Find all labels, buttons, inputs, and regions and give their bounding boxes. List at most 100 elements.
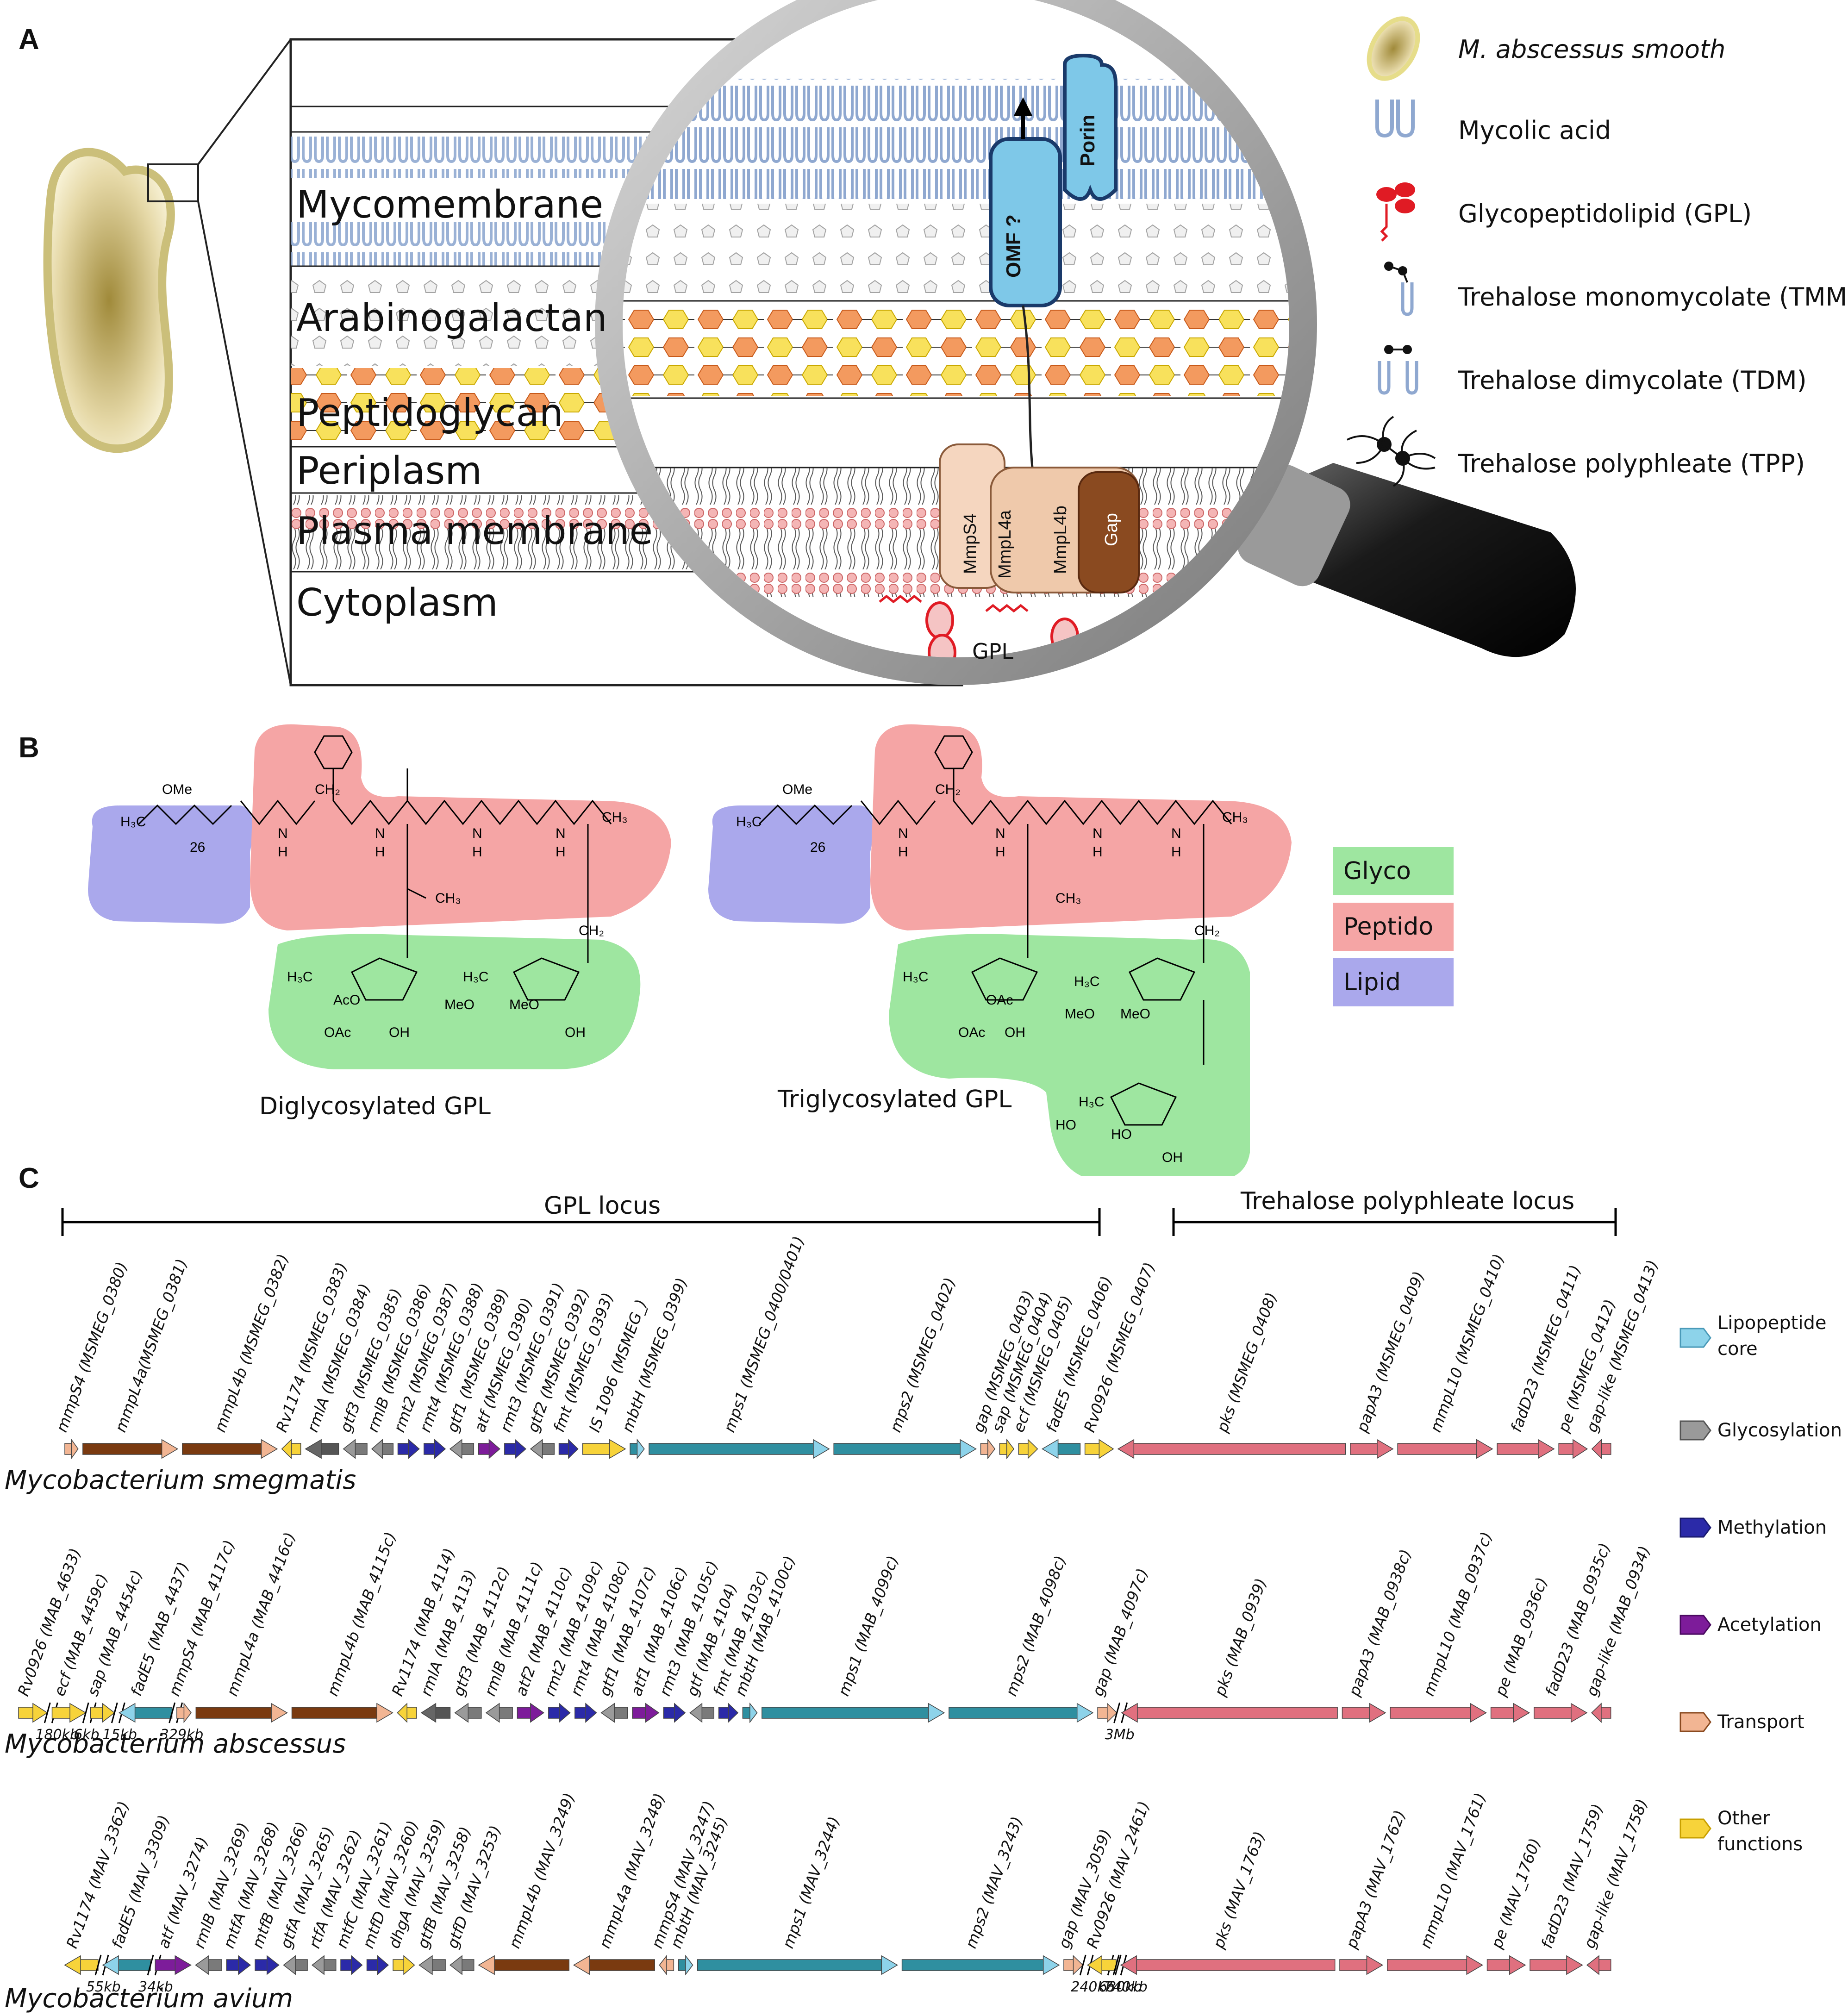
other-functions-swatch — [1679, 1818, 1711, 1839]
svg-text:N: N — [375, 826, 385, 841]
species-abscessus: Mycobacterium abscessus — [5, 1729, 346, 1759]
svg-text:CH₃: CH₃ — [602, 810, 628, 825]
gene-arrow-tip — [1591, 1703, 1602, 1723]
gene-label: mps2 (MSMEG_0402) — [886, 1275, 959, 1435]
gene-label: mps2 (MAV_3243) — [961, 1814, 1026, 1951]
gene-arrow — [574, 1703, 597, 1723]
gene-arrow — [1121, 1703, 1338, 1723]
gene-arrow-tip — [530, 1703, 544, 1723]
triglycosylated-gpl-name: Triglycosylated GPL — [778, 1086, 1012, 1113]
gene-arrow — [548, 1703, 571, 1723]
gene-label: gap (MAB_4097c) — [1088, 1566, 1152, 1698]
gene-arrow — [478, 1955, 570, 1975]
gene-arrow-tip — [1538, 1439, 1555, 1459]
gene-arrow — [1390, 1703, 1487, 1723]
break-distance-label: 6kb — [74, 1727, 100, 1743]
svg-text:H: H — [1093, 844, 1103, 860]
gene-arrow — [663, 1703, 686, 1723]
category-lipopeptide-core: Lipopeptide core — [1717, 1312, 1827, 1360]
gene-arrow-tip — [119, 1703, 136, 1723]
gene-label: pe (MAB_0936c) — [1491, 1575, 1551, 1698]
gene-arrow — [1490, 1703, 1530, 1723]
sequence-break — [44, 1702, 58, 1723]
gene-arrow-tip — [749, 1702, 758, 1723]
svg-text:H₃C: H₃C — [120, 814, 146, 830]
category-transport: Transport — [1717, 1711, 1804, 1733]
gene-arrow-tip — [450, 1955, 462, 1975]
sequence-break — [1112, 1954, 1127, 1976]
break-distance-label: 329kb — [160, 1727, 204, 1743]
omf-label: OMF ? — [1002, 214, 1025, 278]
svg-text:MeO: MeO — [1120, 1006, 1150, 1022]
gpl-locus-label: GPL locus — [544, 1192, 661, 1220]
gene-arrow — [1117, 1439, 1346, 1459]
svg-text:CH₂: CH₂ — [935, 782, 961, 797]
gene-arrow-tip — [1571, 1703, 1588, 1723]
svg-text:OAc: OAc — [986, 992, 1013, 1008]
gene-arrow — [833, 1439, 977, 1459]
gene-arrow-tip — [238, 1955, 251, 1975]
gene-arrow — [1339, 1955, 1383, 1975]
mycolic-acid-icon — [1375, 100, 1415, 138]
gene-arrow — [1591, 1439, 1611, 1459]
svg-text:H₃C: H₃C — [1074, 974, 1100, 989]
layer-periplasm: Periplasm — [296, 449, 482, 493]
cell-envelope-diagram — [43, 0, 1576, 687]
gene-arrow-tip — [488, 1439, 500, 1459]
svg-text:HO: HO — [1055, 1117, 1076, 1133]
layer-peptidoglycan: Peptidoglycan — [296, 391, 563, 435]
gene-label: pe (MAV_1760) — [1487, 1835, 1544, 1951]
gene-arrow — [485, 1703, 513, 1723]
gene-arrow — [371, 1439, 394, 1459]
gene-arrow — [397, 1703, 417, 1723]
gene-arrow-tip — [485, 1703, 500, 1723]
gene-arrow — [504, 1439, 527, 1459]
svg-text:N: N — [278, 826, 288, 841]
gene-arrow — [182, 1439, 278, 1459]
gene-arrow — [82, 1439, 179, 1459]
gene-arrow — [999, 1438, 1015, 1460]
gene-arrow — [1018, 1439, 1038, 1459]
svg-text:H₃C: H₃C — [736, 814, 762, 830]
gene-arrow-tip — [1120, 1955, 1137, 1975]
gene-arrow-tip — [478, 1955, 495, 1975]
gene-arrow — [630, 1438, 645, 1460]
gene-arrow — [340, 1955, 363, 1975]
gene-arrow-tip — [1099, 1439, 1114, 1459]
gene-arrow-tip — [281, 1439, 292, 1459]
gene-arrow-tip — [1509, 1955, 1526, 1975]
svg-text:N: N — [1171, 826, 1181, 841]
category-glycosylation: Glycosylation — [1717, 1420, 1842, 1441]
gene-arrow-tip — [376, 1703, 393, 1723]
legend-mycolic-acid: Mycolic acid — [1458, 116, 1611, 145]
gene-label: mps1 (MSMEG_0400/0401) — [720, 1234, 808, 1435]
gene-arrow — [176, 1702, 192, 1723]
gene-arrow — [64, 1955, 99, 1975]
gene-arrow — [281, 1439, 301, 1459]
gene-arrow — [1530, 1955, 1583, 1975]
gene-label: papA3 (MSMEG_0409) — [1353, 1269, 1428, 1435]
legend-tmm: Trehalose monomycolate (TMM) — [1458, 282, 1848, 312]
gene-arrow-tip — [161, 1439, 179, 1459]
tdm-icon — [1378, 345, 1418, 395]
gene-arrow-tip — [1366, 1955, 1383, 1975]
gene-arrow-tip — [1513, 1703, 1530, 1723]
gene-arrow-tip — [1086, 1955, 1102, 1975]
svg-text:N: N — [1093, 826, 1103, 841]
break-distance-label: 630kb — [1099, 1979, 1142, 1995]
gene-arrow-tip — [266, 1955, 280, 1975]
svg-text:H: H — [1171, 844, 1181, 860]
gene-arrow — [1486, 1955, 1526, 1975]
svg-text:CH₂: CH₂ — [315, 782, 340, 797]
gene-arrow — [742, 1702, 758, 1723]
gene-arrow-tip — [1566, 1955, 1583, 1975]
gene-arrow-tip — [1466, 1955, 1483, 1975]
gene-arrow-tip — [102, 1955, 119, 1975]
gene-arrow-tip — [645, 1703, 660, 1723]
gene-arrow — [649, 1439, 830, 1459]
svg-text:H: H — [278, 844, 288, 860]
gene-arrow-tip — [1121, 1703, 1138, 1723]
break-distance-label: 3Mb — [1105, 1727, 1135, 1743]
gene-label: mmpL10 (MAV_1761) — [1416, 1790, 1489, 1951]
gene-arrow — [1497, 1439, 1555, 1459]
